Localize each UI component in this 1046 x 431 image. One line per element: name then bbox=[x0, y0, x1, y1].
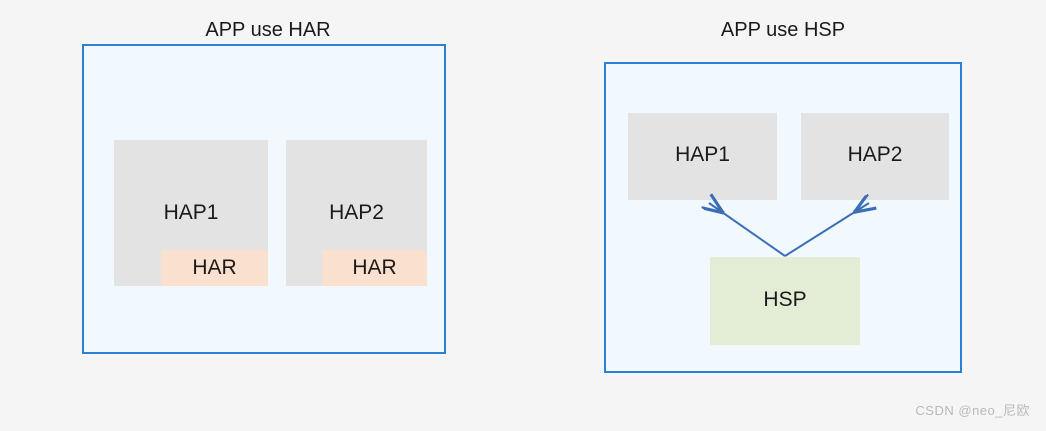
hsp-hap1-block: HAP1 bbox=[628, 113, 777, 200]
hsp-hap2-block: HAP2 bbox=[801, 113, 949, 200]
hsp-shared-block: HSP bbox=[710, 257, 860, 345]
har-hap2-label: HAP2 bbox=[329, 201, 384, 224]
panel-title-har: APP use HAR bbox=[205, 19, 331, 41]
hsp-hap1-label: HAP1 bbox=[675, 143, 730, 166]
panel-title-hsp: APP use HSP bbox=[720, 19, 846, 41]
har-chip-in-hap2: HAR bbox=[322, 250, 427, 286]
hsp-shared-label: HSP bbox=[763, 288, 807, 311]
panel-app-use-har: APP use HAR bbox=[0, 18, 536, 378]
watermark: CSDN @neo_尼欧 bbox=[915, 403, 1030, 418]
har-hap1-label: HAP1 bbox=[163, 201, 219, 224]
panel-app-use-hsp: APP use HSP bbox=[520, 18, 1046, 378]
har-chip-in-hap1: HAR bbox=[161, 250, 268, 286]
hsp-hap2-label: HAP2 bbox=[847, 143, 903, 166]
